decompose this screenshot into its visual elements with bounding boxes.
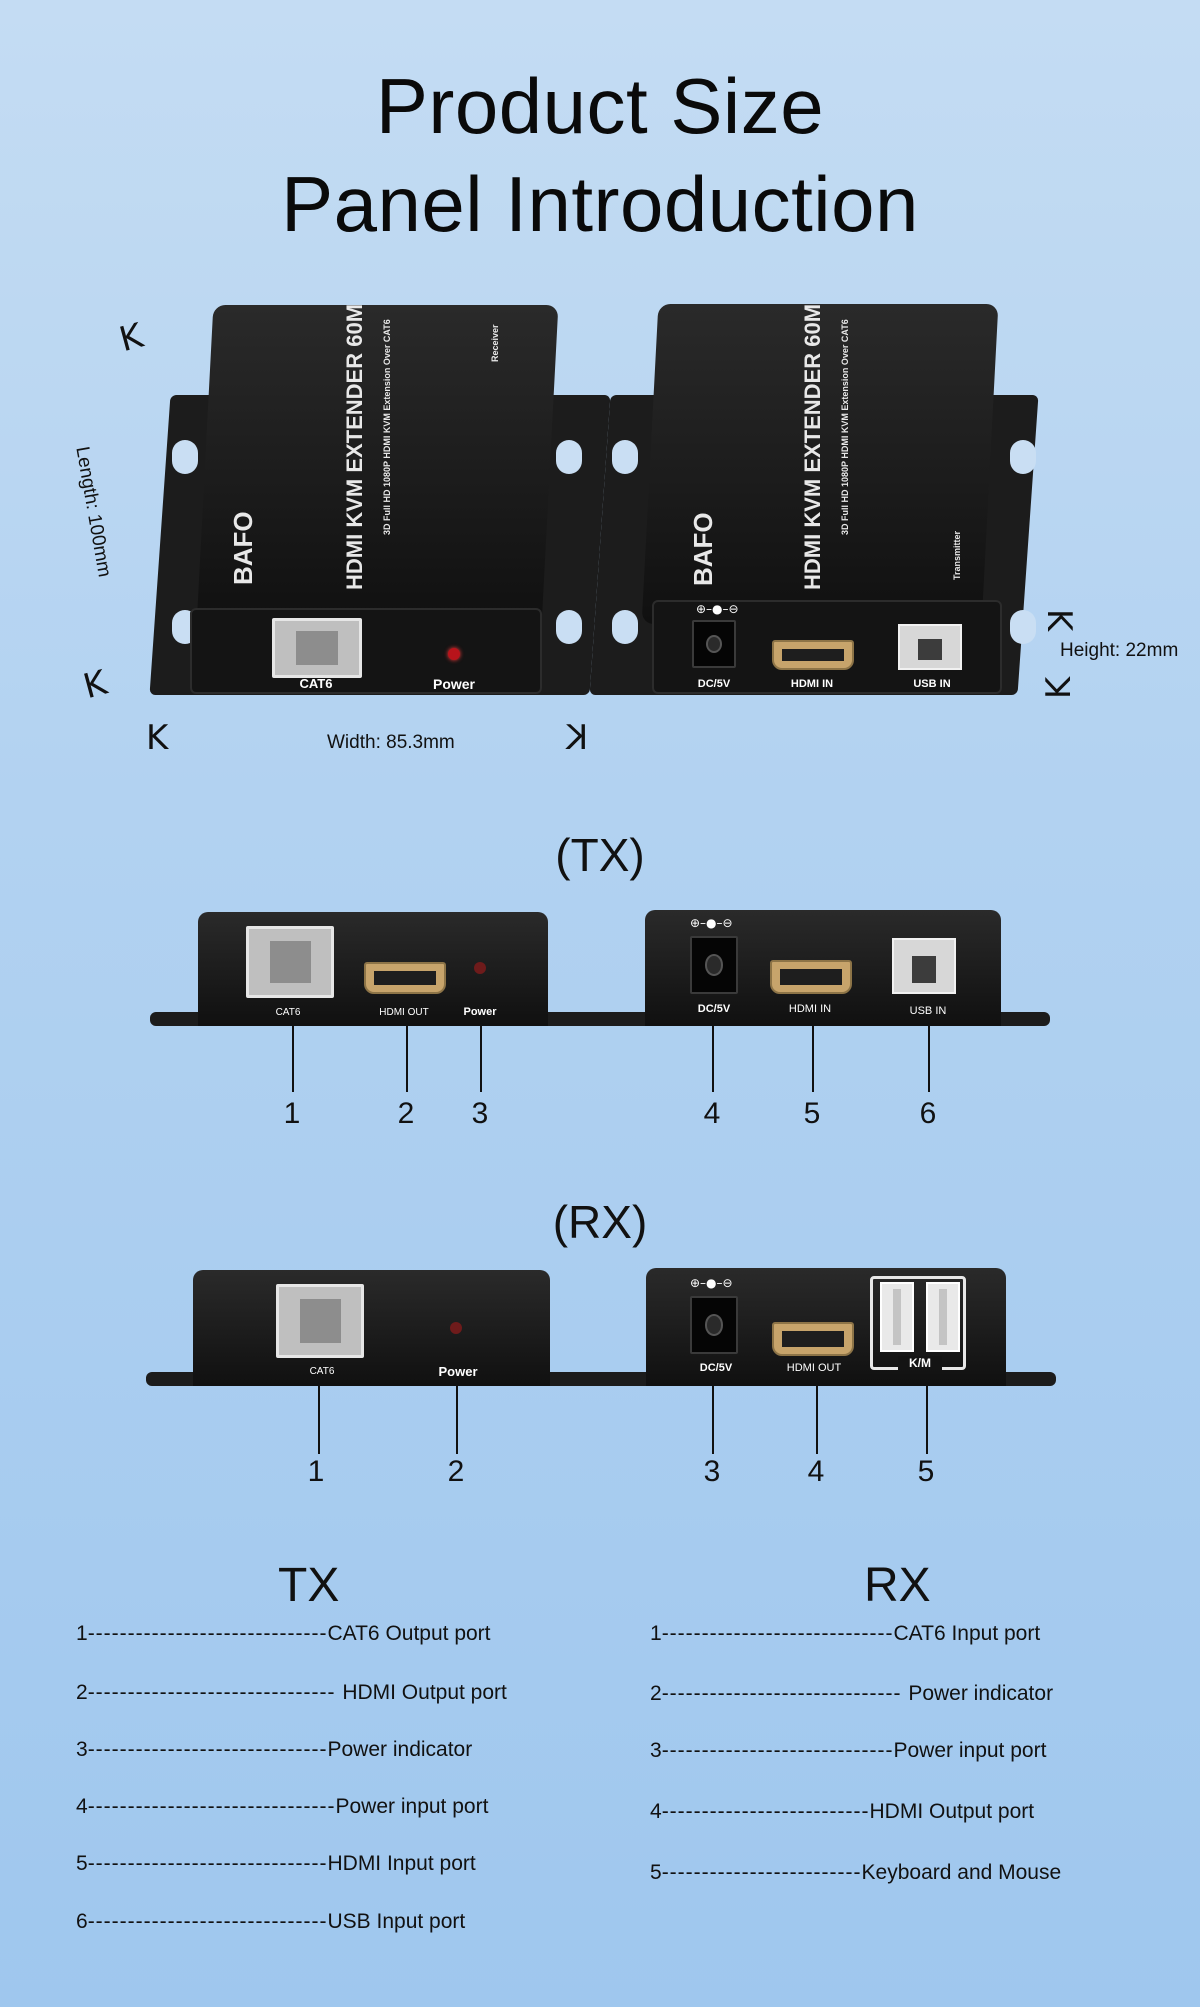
- tx-legend-item-2: 2------------------------------- HDMI Ou…: [76, 1681, 507, 1704]
- rx-legend-item-2: 2------------------------------ Power in…: [650, 1682, 1054, 1705]
- tx-cat6-port: [246, 926, 334, 998]
- tx-legend-item-3: 3------------------------------Power ind…: [76, 1738, 473, 1761]
- tx-number-1: 1: [283, 1097, 301, 1130]
- tx-label-hdmi-in: HDMI IN: [788, 1003, 832, 1015]
- left-sub-text: 3D Full HD 1080P HDMI KVM Extension Over…: [382, 319, 392, 535]
- rx-number-5: 5: [917, 1455, 935, 1488]
- tx-label-power: Power: [463, 1006, 497, 1018]
- tx-number-4: 4: [703, 1097, 721, 1130]
- tx-legend-item-1: 1------------------------------CAT6 Outp…: [76, 1622, 491, 1645]
- tx-legend-item-4: 4-------------------------------Power in…: [76, 1795, 489, 1818]
- rx-label-cat6: CAT6: [309, 1366, 335, 1377]
- rx-number-3: 3: [703, 1455, 721, 1488]
- tx-label-dc: DC/5V: [697, 1003, 731, 1015]
- right-sub-text: 3D Full HD 1080P HDMI KVM Extension Over…: [840, 319, 850, 535]
- rx-legend-item-4: 4--------------------------HDMI Output p…: [650, 1800, 1035, 1823]
- width-arrow-left: K: [146, 718, 169, 758]
- tx-number-3: 3: [471, 1097, 489, 1130]
- cat6-port: [272, 618, 362, 678]
- width-arrow-right: K: [566, 718, 589, 758]
- rx-legend-item-1: 1-----------------------------CAT6 Input…: [650, 1622, 1041, 1645]
- receiver-label: Receiver: [490, 324, 500, 362]
- rx-usb-a-port-2: [926, 1282, 960, 1352]
- usb-in-port: [898, 624, 962, 670]
- rx-legend-item-3: 3-----------------------------Power inpu…: [650, 1739, 1047, 1762]
- left-unit-front-panel: [190, 608, 542, 694]
- rx-power-led: [450, 1322, 462, 1334]
- left-model-text: HDMI KVM EXTENDER 60M: [342, 303, 367, 590]
- width-label: Width: 85.3mm: [327, 732, 455, 753]
- tx-legend-item-5: 5------------------------------HDMI Inpu…: [76, 1852, 476, 1875]
- rx-heading: (RX): [552, 1196, 648, 1248]
- tx-number-2: 2: [397, 1097, 415, 1130]
- rx-label-power: Power: [438, 1364, 478, 1379]
- right-model-text: HDMI KVM EXTENDER 60M: [800, 303, 825, 590]
- tx-heading: (TX): [555, 829, 645, 881]
- tx-legend-item-6: 6------------------------------USB Input…: [76, 1910, 466, 1933]
- title-line-1: Product Size: [375, 62, 825, 150]
- label-hdmi-in: HDMI IN: [790, 678, 834, 690]
- tx-hdmi-in-port: [770, 960, 852, 994]
- height-arrow-top: K: [1039, 608, 1080, 632]
- tx-dc-jack: [690, 936, 738, 994]
- rx-number-4: 4: [807, 1455, 825, 1488]
- tx-power-led: [474, 962, 486, 974]
- label-power: Power: [432, 676, 475, 692]
- rx-dc-jack: [690, 1296, 738, 1354]
- rx-hdmi-out-port: [772, 1322, 854, 1356]
- rx-number-2: 2: [447, 1455, 465, 1488]
- label-usb-in: USB IN: [913, 678, 951, 690]
- rx-usb-a-port-1: [880, 1282, 914, 1352]
- tx-label-hdmi-out: HDMI OUT: [379, 1007, 429, 1018]
- hdmi-in-port: [772, 640, 854, 670]
- rx-label-hdmi-out: HDMI OUT: [786, 1362, 842, 1374]
- rx-label-dc: DC/5V: [699, 1362, 733, 1374]
- rx-polarity-icon: ⊕–●–⊖: [690, 1276, 733, 1290]
- power-led: [448, 648, 460, 660]
- label-dc: DC/5V: [697, 678, 731, 690]
- tx-hdmi-out-port: [364, 962, 446, 994]
- legend-tx-heading: TX: [278, 1559, 340, 1612]
- rx-left-panel: [193, 1270, 550, 1386]
- left-brand-logo: BAFO: [228, 511, 258, 585]
- tx-label-cat6: CAT6: [275, 1007, 301, 1018]
- product-photo: CAT6 Power HDMI KVM EXTENDER 60M 3D Full…: [0, 290, 1200, 760]
- rx-number-1: 1: [307, 1455, 325, 1488]
- label-cat6: CAT6: [299, 676, 333, 691]
- dc-jack: [692, 620, 736, 668]
- legend-rx-heading: RX: [864, 1559, 931, 1612]
- height-label: Height: 22mm: [1060, 640, 1179, 661]
- right-brand-logo: BAFO: [688, 512, 718, 586]
- polarity-icon: ⊕–●–⊖: [696, 602, 739, 616]
- tx-polarity-icon: ⊕–●–⊖: [690, 916, 733, 930]
- rx-legend-item-5: 5-------------------------Keyboard and M…: [650, 1861, 1062, 1884]
- transmitter-label: Transmitter: [952, 530, 962, 580]
- title-line-2: Panel Introduction: [281, 160, 919, 248]
- rx-label-km: K/M: [898, 1356, 942, 1370]
- tx-usb-in-port: [892, 938, 956, 994]
- height-arrow-bottom: K: [1039, 676, 1080, 700]
- rx-cat6-port: [276, 1284, 364, 1358]
- tx-label-usb-in: USB IN: [909, 1005, 947, 1017]
- tx-number-5: 5: [803, 1097, 821, 1130]
- tx-number-6: 6: [919, 1097, 937, 1130]
